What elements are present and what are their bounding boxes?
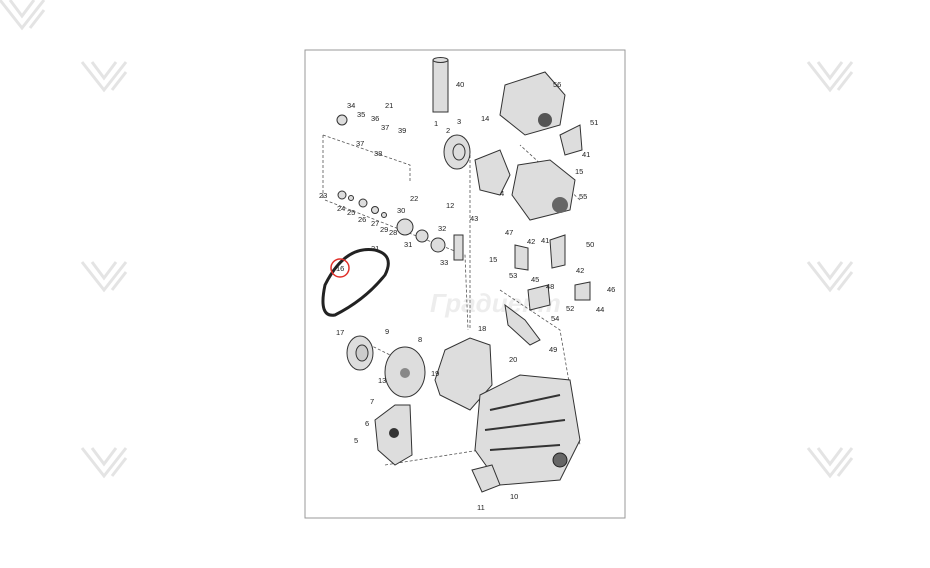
- callout-label: 12: [446, 201, 454, 210]
- watermark-logo-icons: [0, 0, 46, 31]
- callout-label: 16: [336, 264, 344, 273]
- callout-label: 54: [551, 314, 559, 323]
- callout-label: 47: [505, 228, 513, 237]
- diagram-frame: [304, 49, 626, 519]
- callout-label: 27: [371, 219, 379, 228]
- callout-label: 1: [434, 119, 438, 128]
- callout-label: 5: [354, 436, 358, 445]
- callout-label: 50: [586, 240, 594, 249]
- callout-label: 51: [590, 118, 598, 127]
- callout-label: 40: [456, 80, 464, 89]
- callout-label: 34: [347, 101, 355, 110]
- part-33-plate: [453, 234, 464, 261]
- callout-label: 2: [446, 126, 450, 135]
- part-34-bearing: [336, 114, 348, 126]
- callout-label: 56: [553, 80, 561, 89]
- part-41-bracket: [559, 124, 583, 156]
- callout-label: 23: [319, 191, 327, 200]
- callout-label: 11: [477, 503, 485, 512]
- callout-label: 49: [549, 345, 557, 354]
- part-40-tube: [432, 57, 449, 113]
- part-10-starter: [471, 464, 501, 493]
- callout-label: 46: [607, 285, 615, 294]
- callout-label: 24: [337, 204, 345, 213]
- callout-label: 44: [596, 305, 604, 314]
- part-8-flywheel: [384, 346, 426, 398]
- callout-label: 42: [527, 237, 535, 246]
- callout-label: 41: [582, 150, 590, 159]
- callout-label: 17: [336, 328, 344, 337]
- watermark-chevron-icon: [806, 60, 854, 92]
- callout-label: 42: [576, 266, 584, 275]
- part-4-housing: [474, 149, 511, 196]
- callout-label: 53: [509, 271, 517, 280]
- part-16-belt: [321, 247, 390, 317]
- callout-label: 13: [378, 376, 386, 385]
- callout-label: 37: [356, 139, 364, 148]
- part-9-pulley: [346, 335, 374, 371]
- watermark-chevron-icon: [806, 446, 854, 478]
- part-30-31-32-pulleys: [396, 218, 446, 253]
- callout-label: 32: [438, 224, 446, 233]
- callout-label: 6: [365, 419, 369, 428]
- callout-label: 31: [404, 240, 412, 249]
- callout-label: 30: [397, 206, 405, 215]
- part-3-pulley: [443, 134, 471, 170]
- part-6-seal: [389, 428, 399, 438]
- callout-label: 48: [546, 282, 554, 291]
- callout-label: 21: [371, 244, 379, 253]
- callout-label: 9: [385, 327, 389, 336]
- callout-label: 41: [541, 236, 549, 245]
- callout-label: 7: [370, 397, 374, 406]
- highlight-circle: [330, 258, 350, 278]
- watermark-chevron-icon: [80, 260, 128, 292]
- part-56-pump: [499, 71, 566, 136]
- callout-label: 36: [371, 114, 379, 123]
- callout-label: 22: [410, 194, 418, 203]
- part-20-engine: [474, 374, 581, 486]
- callout-label: 37: [381, 123, 389, 132]
- watermark-chevron-icon: [80, 60, 128, 92]
- callout-label: 39: [398, 126, 406, 135]
- callout-label: 18: [478, 324, 486, 333]
- callout-label: 15: [575, 167, 583, 176]
- callout-label: 10: [510, 492, 518, 501]
- callout-label: 21: [385, 101, 393, 110]
- callout-label: 14: [481, 114, 489, 123]
- callout-label: 45: [531, 275, 539, 284]
- watermark-chevron-icon: [806, 260, 854, 292]
- callout-label: 4: [500, 189, 504, 198]
- callout-label: 28: [389, 228, 397, 237]
- part-24-28-rings: [337, 190, 387, 218]
- callout-label: 26: [358, 215, 366, 224]
- callout-label: 43: [470, 214, 478, 223]
- callout-label: 33: [440, 258, 448, 267]
- callout-label: 29: [380, 225, 388, 234]
- assembly-lines: [322, 134, 581, 466]
- callout-label: 15: [489, 255, 497, 264]
- part-53-52-54-brackets: [504, 234, 591, 346]
- callout-label: 35: [357, 110, 365, 119]
- callout-label: 38: [374, 149, 382, 158]
- callout-label: 52: [566, 304, 574, 313]
- callout-label: 55: [579, 192, 587, 201]
- callout-label: 25: [347, 208, 355, 217]
- callout-label: 3: [457, 117, 461, 126]
- watermark-chevron-icon: [80, 446, 128, 478]
- callout-label: 8: [418, 335, 422, 344]
- callout-label: 20: [509, 355, 517, 364]
- part-55-pump: [511, 159, 576, 221]
- callout-label: 19: [431, 369, 439, 378]
